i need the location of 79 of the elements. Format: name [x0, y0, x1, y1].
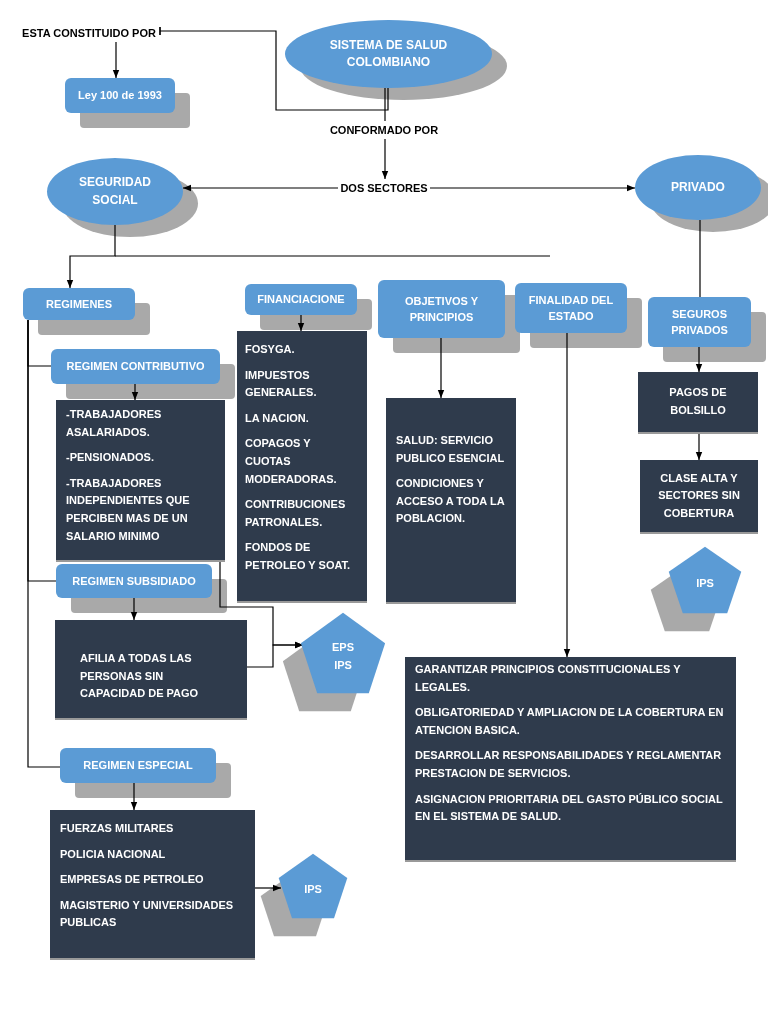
connector-text: ESTA CONSTITUIDO POR: [18, 24, 160, 42]
connector-line: [27, 319, 61, 768]
arrow: [563, 332, 571, 658]
content-box: [237, 331, 367, 601]
process-box: [648, 297, 751, 347]
pentagon-node: [278, 853, 348, 919]
list-text: -TRABAJADORES ASALARIADOS.: [66, 407, 163, 440]
content-box: [55, 620, 247, 718]
arrow: [182, 184, 339, 192]
arrow: [66, 224, 116, 289]
list-text: LA NACION.: [245, 410, 310, 426]
box-label: OBJETIVOS Y PRINCIPIOS: [403, 293, 480, 325]
arrow: [131, 383, 139, 401]
box-label: REGIMENES: [46, 296, 112, 312]
box-label: Ley 100 de 1993: [78, 88, 162, 104]
content-box: [50, 810, 255, 958]
process-box: [51, 349, 220, 384]
list-text: FUERZAS MILITARES: [60, 821, 175, 836]
content-box: [56, 400, 225, 560]
process-box: [65, 78, 175, 113]
arrow: [437, 337, 445, 399]
connector-text: DOS SECTORES: [338, 179, 430, 197]
list-text: EMPRESAS DE PETROLEO: [60, 872, 205, 888]
arrow: [130, 597, 138, 621]
process-box: [56, 564, 212, 598]
arrow: [381, 138, 389, 180]
list-text: GARANTIZAR PRINCIPIOS CONSTITUCIONALES Y LEGALES.: [415, 662, 682, 695]
arrow: [246, 641, 304, 668]
list-text: AFILIA A TODAS LAS PERSONAS SIN CAPACIDAD DE PAGO: [80, 651, 200, 702]
list-text: OBLIGATORIEDAD Y AMPLIACION DE LA COBERTURA EN ATENCION BASICA.: [415, 705, 725, 738]
box-label: SEGUROS PRIVADOS: [670, 306, 729, 338]
box-label: IPS: [334, 658, 352, 673]
arrow: [695, 431, 703, 461]
connector-line: [699, 219, 701, 298]
arrow: [254, 884, 282, 892]
arrow: [695, 346, 703, 373]
box-label: IPS: [304, 882, 322, 898]
list-text: IMPUESTOS GENERALES.: [245, 367, 318, 401]
box-label: REGIMEN SUBSIDIADO: [72, 573, 196, 589]
list-text: FONDOS DE PETROLEO Y SOAT.: [245, 540, 352, 573]
list-text: PAGOS DE BOLSILLO: [668, 385, 728, 418]
box-label: FINANCIACIONE: [257, 292, 345, 308]
list-text: FOSYGA.: [245, 342, 296, 357]
content-box: [640, 460, 758, 532]
list-text: DESARROLLAR RESPONSABILIDADES Y REGLAMENTAR PRESTACION DE SERVICIOS.: [415, 748, 723, 781]
list-text: CLASE ALTA Y SECTORES SIN COBERTURA: [657, 470, 741, 521]
list-text: COPAGOS Y CUOTAS MODERADORAS.: [245, 436, 338, 487]
process-box: [378, 280, 505, 338]
pentagon-node: [668, 546, 742, 614]
pentagon-node: [300, 612, 386, 694]
box-label: REGIMEN CONTRIBUTIVO: [66, 359, 205, 375]
list-text: -PENSIONADOS.: [66, 450, 155, 466]
list-text: MAGISTERIO Y UNIVERSIDADES PUBLICAS: [60, 897, 235, 931]
list-text: CONTRIBUCIONES PATRONALES.: [245, 497, 347, 530]
content-box: [386, 398, 516, 602]
process-box: [515, 283, 627, 333]
content-box: [405, 657, 736, 860]
box-label: SEGURIDAD SOCIAL: [78, 174, 152, 209]
list-text: -TRABAJADORES INDEPENDIENTES QUE PERCIBEN MAS DE UN SALARIO MINIMO: [66, 475, 191, 544]
arrow: [429, 184, 636, 192]
content-box: [638, 372, 758, 432]
box-label: REGIMEN ESPECIAL: [83, 758, 193, 774]
box-label: EPS: [332, 640, 354, 656]
process-box: [245, 284, 357, 315]
box-label: PRIVADO: [671, 178, 725, 196]
arrow: [130, 782, 138, 811]
connector-line: [384, 87, 386, 122]
process-box: [23, 288, 135, 320]
box-label: FINALIDAD DEL ESTADO: [527, 292, 615, 324]
arrow: [112, 41, 120, 79]
box-label: SISTEMA DE SALUD COLOMBIANO: [328, 36, 449, 71]
list-text: POLICIA NACIONAL: [60, 846, 167, 862]
connector-text: CONFORMADO POR: [326, 121, 442, 139]
arrow: [297, 314, 305, 332]
list-text: CONDICIONES Y ACCESO A TODA LA POBLACION.: [396, 476, 506, 527]
process-box: [60, 748, 216, 783]
list-text: SALUD: SERVICIO PUBLICO ESENCIAL: [396, 433, 506, 466]
list-text: ASIGNACION PRIORITARIA DEL GASTO PÚBLICO SOCIAL EN EL SISTEMA DE SALUD.: [415, 791, 724, 825]
box-label: IPS: [696, 576, 714, 592]
